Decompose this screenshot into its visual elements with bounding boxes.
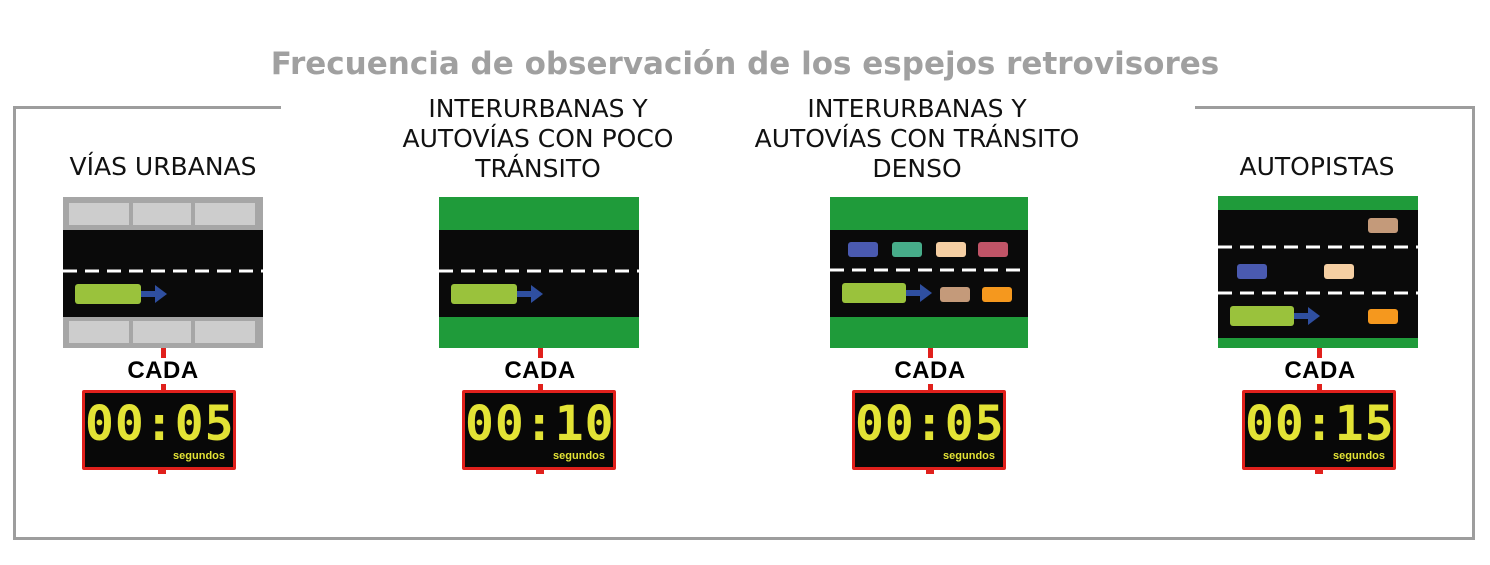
building-block <box>195 203 255 225</box>
stem-line <box>538 384 543 392</box>
cada-label: CADA <box>504 357 576 384</box>
stem-line <box>161 348 166 358</box>
car <box>978 242 1008 257</box>
direction-arrow-head <box>531 285 543 303</box>
car <box>936 242 966 257</box>
frame-top-right <box>1195 106 1475 109</box>
timer-digits: 00:05 <box>85 396 235 452</box>
direction-arrow-head <box>920 284 932 302</box>
panel-title-line: AUTOVÍAS CON POCO <box>402 124 674 153</box>
timer-unit: segundos <box>943 450 995 462</box>
road-scene-motorway <box>1218 196 1418 348</box>
road-scene-dense-traffic <box>830 197 1028 348</box>
stem-line <box>1317 348 1322 358</box>
building-block <box>195 321 255 343</box>
building-block <box>69 321 129 343</box>
stem-line <box>1317 384 1322 392</box>
frame-top-left <box>13 106 281 109</box>
own-car <box>1230 306 1294 326</box>
panel-title-line: AUTOPISTAS <box>1239 152 1395 181</box>
timer-digits: 00:05 <box>855 396 1005 452</box>
timer-unit: segundos <box>1333 450 1385 462</box>
timer-display: 00:10 segundos <box>462 390 616 470</box>
panel-title-line: VÍAS URBANAS <box>69 152 257 181</box>
main-title: Frecuencia de observación de los espejos… <box>270 46 1220 82</box>
panel-title-line: TRÁNSITO <box>475 154 601 183</box>
timer-stand <box>1315 470 1323 474</box>
road-scene-urban <box>63 197 263 348</box>
direction-arrow <box>141 291 155 297</box>
timer-stand <box>536 470 544 474</box>
panel-title-line: DENSO <box>872 154 962 183</box>
direction-arrow <box>1294 313 1308 319</box>
direction-arrow-head <box>1308 307 1320 325</box>
road-scene-light-traffic <box>439 197 639 348</box>
car <box>982 287 1012 302</box>
timer-stand <box>926 470 934 474</box>
cada-label: CADA <box>894 357 966 384</box>
direction-arrow <box>517 291 531 297</box>
timer-digits: 00:10 <box>465 396 615 452</box>
own-car <box>75 284 141 304</box>
panel-title-line: AUTOVÍAS CON TRÁNSITO <box>754 124 1080 153</box>
frame-left <box>13 106 16 540</box>
own-car <box>842 283 906 303</box>
panel-title-line: INTERURBANAS Y <box>807 94 1027 123</box>
panel-title: INTERURBANAS Y AUTOVÍAS CON POCO TRÁNSIT… <box>378 94 698 184</box>
cada-label: CADA <box>1284 357 1356 384</box>
panel-title: VÍAS URBANAS <box>33 152 293 182</box>
timer-unit: segundos <box>553 450 605 462</box>
panel-title-line: INTERURBANAS Y <box>428 94 648 123</box>
direction-arrow <box>906 290 920 296</box>
car <box>1237 264 1267 279</box>
timer-display: 00:05 segundos <box>82 390 236 470</box>
car <box>848 242 878 257</box>
stem-line <box>538 348 543 358</box>
car <box>1368 218 1398 233</box>
cada-label: CADA <box>127 357 199 384</box>
frame-right <box>1472 106 1475 540</box>
frame-bottom <box>13 537 1475 540</box>
building-block <box>133 321 191 343</box>
panel-title: AUTOPISTAS <box>1190 152 1444 182</box>
stem-line <box>928 348 933 358</box>
stem-line <box>161 384 166 392</box>
car <box>892 242 922 257</box>
building-block <box>133 203 191 225</box>
timer-digits: 00:15 <box>1245 396 1395 452</box>
building-block <box>69 203 129 225</box>
direction-arrow-head <box>155 285 167 303</box>
stem-line <box>928 384 933 392</box>
car <box>1324 264 1354 279</box>
car <box>1368 309 1398 324</box>
timer-display: 00:05 segundos <box>852 390 1006 470</box>
own-car <box>451 284 517 304</box>
panel-title: INTERURBANAS Y AUTOVÍAS CON TRÁNSITO DEN… <box>736 94 1098 184</box>
timer-unit: segundos <box>173 450 225 462</box>
timer-stand <box>158 470 166 474</box>
car <box>940 287 970 302</box>
timer-display: 00:15 segundos <box>1242 390 1396 470</box>
